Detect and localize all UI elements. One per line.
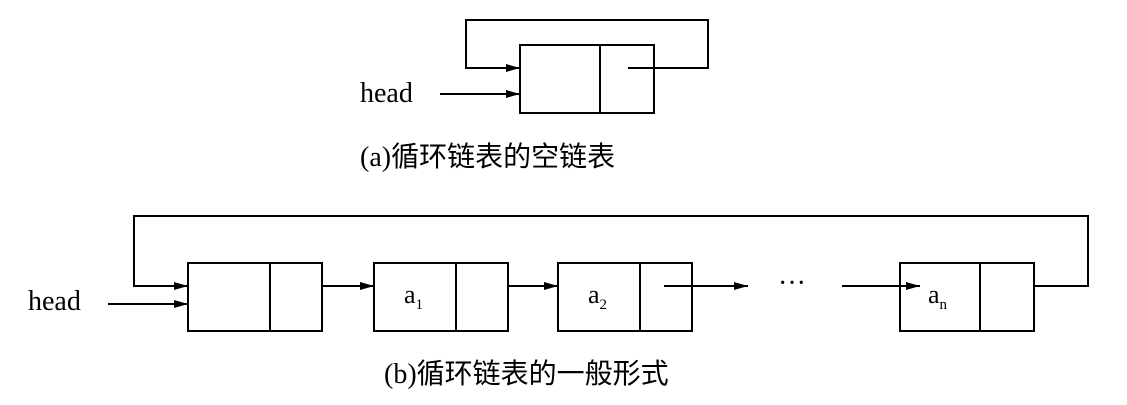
circular-link-a [465,19,709,72]
head-label-b: head [28,286,81,317]
node-a1-data: a1 [404,280,423,313]
list-node-head [187,262,323,332]
circular-link-b [133,215,1089,290]
diagram-b-general-form: a1 a2 an ··· head (b)循环链表的一般 [28,215,1089,390]
diagram-a-empty-list: head (a)循环链表的空链表 [360,19,709,173]
list-node-a1: a1 [373,262,509,332]
list-node-a2: a2 [557,262,693,332]
caption-b: (b)循环链表的一般形式 [384,358,669,390]
head-node-a [519,44,655,114]
caption-a: (a)循环链表的空链表 [360,141,615,173]
list-node-an: an [899,262,1035,332]
ellipsis: ··· [778,268,806,299]
node-an-data: an [928,280,948,313]
node-a2-data: a2 [588,280,607,313]
head-label-a: head [360,78,413,109]
